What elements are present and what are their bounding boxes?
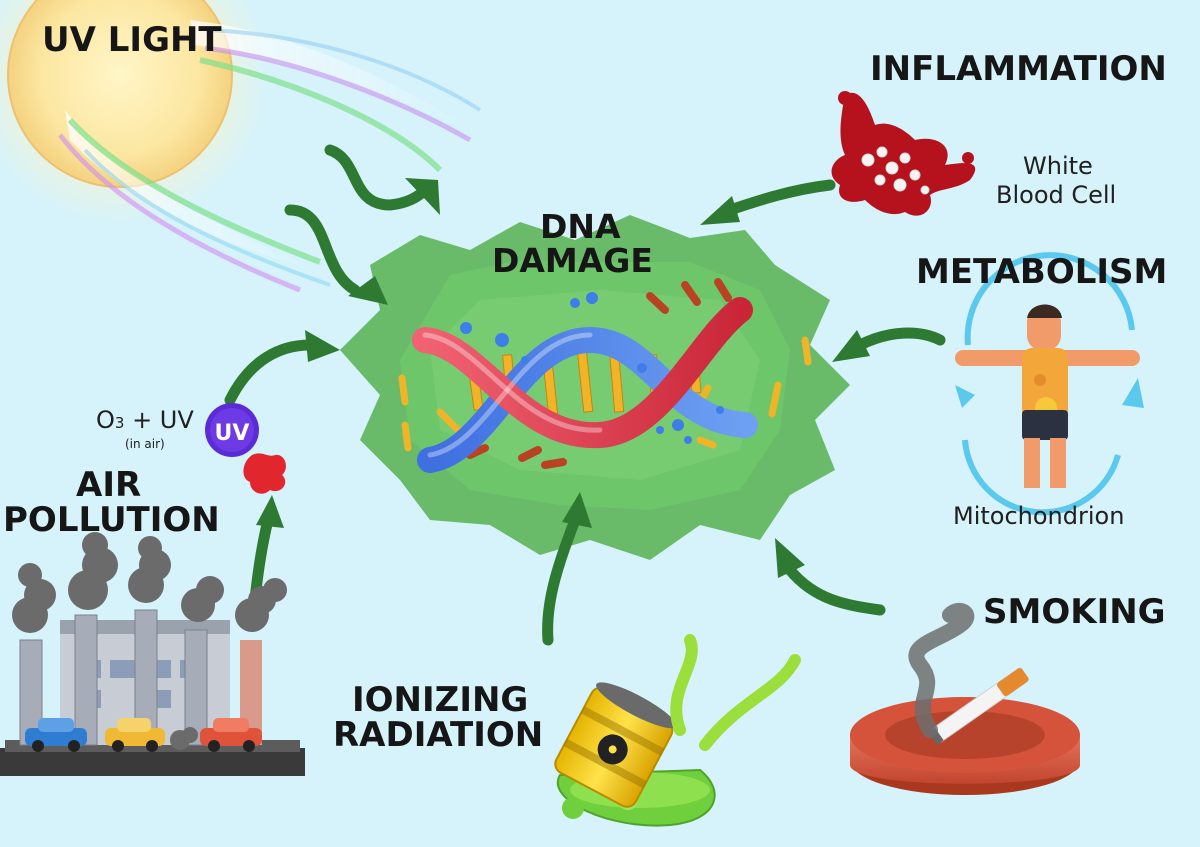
dna-damage-cloud xyxy=(340,215,850,560)
uv-ray-icon xyxy=(58,20,482,293)
air-pollution-label-line1: AIR xyxy=(76,465,142,505)
radioactive-barrel-icon xyxy=(554,634,801,827)
arrow-smoking xyxy=(775,538,886,616)
ozone-subscript: 3 xyxy=(114,414,125,432)
inflammation-label: INFLAMMATION xyxy=(870,49,1167,89)
dna-helix-icon xyxy=(398,278,812,473)
dna-damage-title-line1: DNA xyxy=(540,207,621,246)
uv-light-label: UV LIGHT xyxy=(42,20,222,60)
ionizing-radiation-label-line2: RADIATION xyxy=(333,715,544,755)
formula-plus-uv: + UV xyxy=(124,406,194,434)
arrow-metabolism xyxy=(832,327,946,362)
dna-damage-title-line2: DAMAGE xyxy=(492,241,653,280)
car-icon xyxy=(105,718,165,752)
sun-icon xyxy=(0,0,270,225)
uv-badge-icon: UV xyxy=(205,403,259,457)
uv-badge-label: UV xyxy=(215,421,250,446)
arrow-ionizing-radiation xyxy=(542,492,592,646)
arrow-inflammation xyxy=(700,179,836,225)
ozone-symbol: O xyxy=(96,406,115,434)
air-pollution-label-line2: POLLUTION xyxy=(3,500,220,540)
arrow-air-pollution-to-dna xyxy=(224,330,340,406)
car-icon xyxy=(25,718,87,752)
ashtray-cigarette-icon xyxy=(850,602,1080,795)
in-air-note: (in air) xyxy=(125,437,165,451)
arrow-uv-lower xyxy=(284,204,388,305)
factory-icon xyxy=(0,532,305,776)
white-blood-cell-icon xyxy=(831,91,976,216)
metabolism-label: METABOLISM xyxy=(916,252,1168,292)
ozone-uv-formula: O3 + UV xyxy=(96,406,194,435)
smoking-label: SMOKING xyxy=(983,592,1166,632)
white-blood-cell-caption-line1: White xyxy=(1023,152,1093,180)
mitochondrion-caption: Mitochondrion xyxy=(953,502,1125,530)
car-icon xyxy=(200,718,262,752)
metabolism-person-icon xyxy=(955,252,1144,516)
ozone-molecule-icon xyxy=(243,453,286,494)
arrow-uv-top xyxy=(324,144,440,215)
ionizing-radiation-label-line1: IONIZING xyxy=(352,680,529,720)
white-blood-cell-caption-line2: Blood Cell xyxy=(996,181,1117,209)
